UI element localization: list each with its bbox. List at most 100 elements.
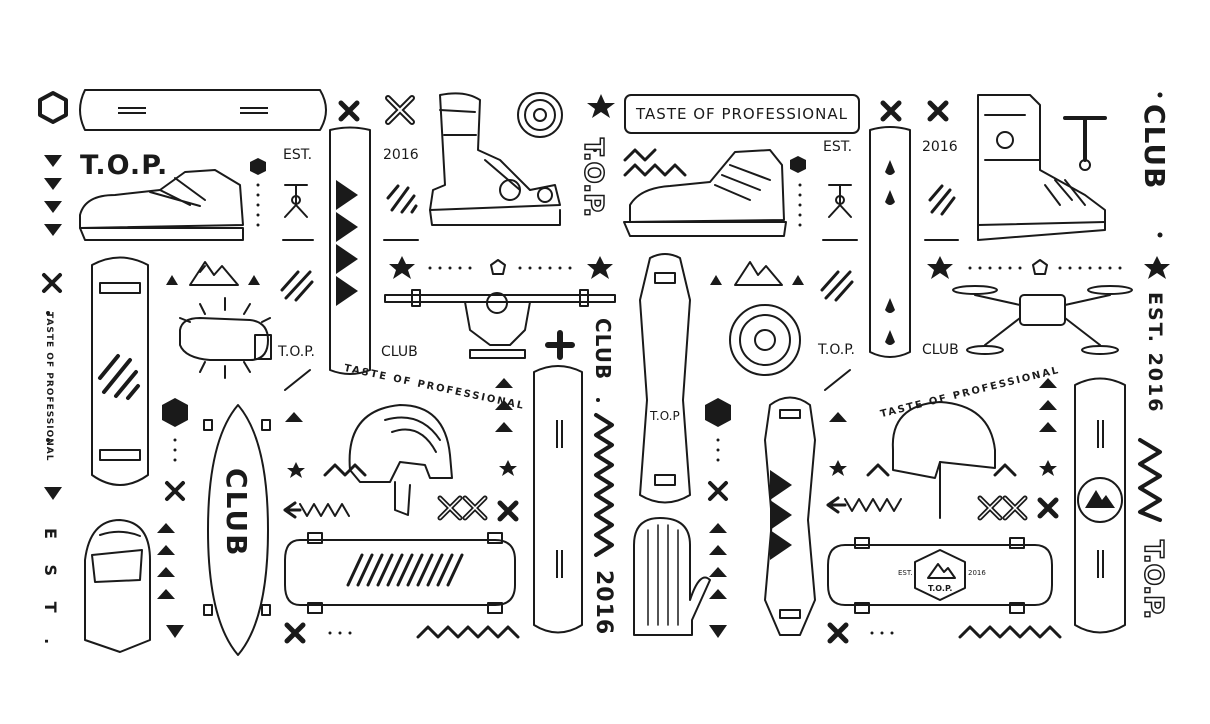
star-icon	[587, 256, 613, 279]
cross-icon	[708, 481, 728, 501]
dot-line-icon	[256, 183, 260, 227]
plus-icon	[545, 330, 575, 360]
cross-icon	[338, 100, 360, 122]
tagline-vertical-left: TASTE OF PROFESSIONAL	[44, 312, 54, 462]
skate-tool-icon	[828, 184, 852, 218]
mountain-icon	[1085, 490, 1115, 508]
balaclava-icon	[84, 519, 151, 653]
zigzag-icon	[299, 503, 350, 517]
cross-icon	[827, 622, 849, 644]
mitten-icon	[633, 517, 711, 636]
zigzag-icon	[416, 625, 520, 639]
cross-outline-icon	[977, 495, 1028, 521]
boot-icon	[977, 94, 1106, 241]
cross-icon	[1037, 497, 1059, 519]
truck-icon	[203, 419, 271, 616]
club-label-left: CLUB	[381, 344, 418, 360]
snowboard-icon	[79, 89, 327, 131]
drop-icon	[885, 160, 895, 345]
est-label-right: EST.	[823, 139, 853, 155]
dot-line-icon	[870, 631, 894, 635]
cross-icon	[927, 100, 949, 122]
truck-icon	[384, 289, 616, 359]
zigzag-icon	[594, 413, 614, 557]
hexagon-icon	[250, 158, 266, 175]
wheel-icon	[729, 304, 801, 376]
year-label-left: 2016	[383, 147, 419, 163]
skateboard-icon	[827, 544, 1053, 606]
helmet-icon	[891, 401, 996, 519]
snowboard-dots	[118, 107, 268, 114]
helmet-icon	[348, 404, 453, 516]
stripes-icon	[386, 184, 418, 214]
drop-icon	[490, 259, 506, 275]
cross-icon	[497, 500, 519, 522]
brand-initials-left: T.O.P.	[80, 150, 169, 181]
stripes-icon	[820, 270, 854, 302]
brand-label-left: T.O.P.	[278, 344, 315, 360]
snowboard-icon	[533, 365, 583, 634]
cross-icon	[42, 273, 62, 293]
mountain-icon	[927, 563, 956, 579]
est-spaced-vertical: E S T .	[41, 528, 60, 655]
hexagon-icon	[162, 398, 188, 427]
snowboard-dots	[1097, 420, 1104, 578]
arrow-triangles-icon	[770, 470, 792, 560]
dot-line-icon	[798, 183, 802, 227]
drop-icon	[1032, 259, 1048, 275]
triangle-icon	[248, 275, 260, 285]
sneaker-icon	[623, 149, 787, 237]
triangle-column-icon	[44, 155, 62, 236]
dot-line-icon	[968, 266, 1122, 270]
star-icon	[1039, 460, 1057, 476]
skate-tool-icon	[1063, 116, 1107, 171]
deck-est-label: EST.	[898, 569, 913, 577]
cross-icon	[165, 481, 185, 501]
hexagon-icon	[38, 91, 68, 124]
zigzag-icon	[844, 498, 902, 512]
star-icon	[829, 460, 847, 476]
sneaker-icon	[79, 169, 244, 241]
snowboard-dots	[556, 420, 563, 578]
top-outline-vertical-left: T.O.P.	[577, 137, 609, 218]
hexagon-icon	[705, 398, 731, 427]
drone-icon	[952, 285, 1133, 355]
cross-outline-icon	[385, 95, 415, 125]
year-vertical-center: 2016	[591, 570, 616, 636]
dot-icon	[46, 92, 1163, 442]
triangle-column-icon	[157, 378, 513, 638]
club-vertical-right: CLUB	[1138, 104, 1171, 190]
zigzag-icon	[866, 463, 890, 477]
cross-icon	[284, 622, 306, 644]
dot-line-icon	[173, 438, 177, 462]
binding-icon	[429, 92, 561, 226]
snowboard-icon	[1074, 377, 1126, 634]
est-year-vertical-right: EST. 2016	[1144, 292, 1166, 414]
triangle-icon	[166, 275, 178, 285]
mountain-icon	[189, 261, 239, 286]
star-icon	[499, 460, 517, 476]
triangle-icon	[44, 487, 62, 500]
truck-icon	[99, 282, 141, 461]
stripes-icon	[346, 553, 464, 587]
arrow-triangles-icon	[336, 180, 358, 306]
goggles-icon	[179, 297, 272, 379]
tagline-banner: TASTE OF PROFESSIONAL	[624, 94, 860, 134]
skateboard-icon	[284, 539, 516, 606]
triangle-icon	[710, 275, 722, 285]
hexagon-icon	[914, 549, 966, 601]
star-icon	[1144, 256, 1170, 279]
deck-brand-label: T.O.P.	[928, 584, 953, 593]
star-icon	[389, 256, 415, 279]
skate-tool-icon	[284, 184, 308, 218]
dot-line-icon	[428, 266, 572, 270]
zigzag-icon	[623, 163, 687, 177]
triangle-column-icon	[709, 378, 1057, 638]
zigzag-icon	[1138, 438, 1162, 522]
zigzag-icon	[993, 463, 1017, 477]
star-icon	[927, 256, 953, 279]
snowboard-icon	[869, 126, 911, 358]
zigzag-icon	[623, 148, 657, 162]
dot-line-icon	[716, 438, 720, 462]
deck-year-label: 2016	[968, 569, 986, 577]
